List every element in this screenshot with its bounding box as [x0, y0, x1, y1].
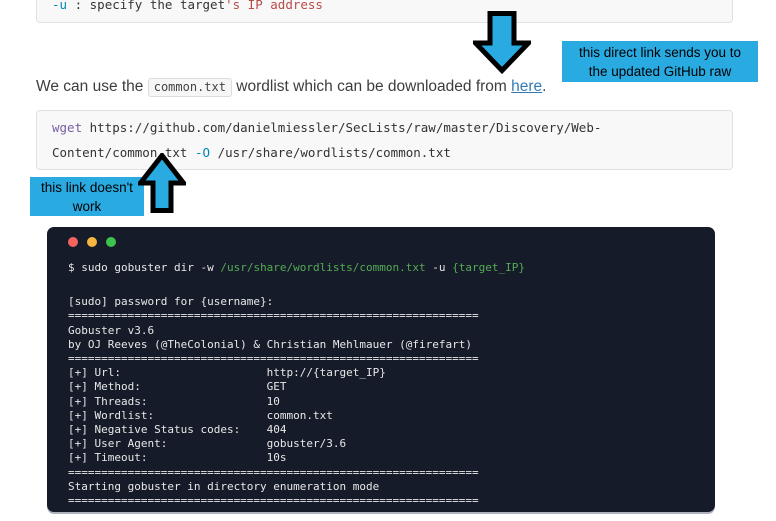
- code-line: [+] Negative Status codes: 404: [68, 423, 697, 437]
- code-token: : specify the target: [67, 0, 226, 12]
- code-line: $ sudo gobuster dir -w /usr/share/wordli…: [68, 261, 697, 275]
- code-token: ========================================…: [68, 494, 479, 508]
- annotation-broken-link: this link doesn't work: [30, 177, 144, 216]
- intro-text-middle: wordlist which can be downloaded from: [231, 78, 512, 95]
- code-line: [+] Wordlist: common.txt: [68, 409, 697, 423]
- code-token: Gobuster v3.6: [68, 323, 155, 337]
- terminal-output: [sudo] password for {username}:=========…: [68, 295, 697, 508]
- code-token: Content/common.txt: [52, 145, 195, 160]
- code-line: [+] Method: GET: [68, 380, 697, 394]
- code-line: [+] Url: http://{target_IP}: [68, 366, 697, 380]
- annotation-line: the updated GitHub raw: [588, 63, 732, 79]
- code-token: [+] Wordlist: common.txt: [68, 408, 333, 422]
- traffic-light-minimize: [87, 237, 97, 247]
- code-token: Starting gobuster in directory enumerati…: [68, 479, 380, 493]
- intro-text-before: We can use the: [36, 78, 148, 95]
- download-here-link[interactable]: here: [511, 78, 543, 95]
- code-line: [+] Timeout: 10s: [68, 451, 697, 465]
- code-token: [+] Negative Status codes: 404: [68, 423, 287, 437]
- code-token: -u: [425, 261, 453, 274]
- code-token: /usr/share/wordlists/common.txt: [220, 261, 426, 274]
- code-line: ========================================…: [68, 466, 697, 480]
- terminal-window: $ sudo gobuster dir -w /usr/share/wordli…: [47, 227, 715, 512]
- code-line: [+] Threads: 10: [68, 395, 697, 409]
- annotation-github-raw: this direct link sends you to the update…: [562, 41, 758, 82]
- code-token: -u: [52, 0, 68, 12]
- intro-paragraph: We can use the common.txt wordlist which…: [36, 77, 546, 97]
- code-token: by OJ Reeves (@TheColonial) & Christian …: [68, 337, 472, 351]
- down-arrow-icon: [473, 11, 531, 74]
- wget-code-block: wget https://github.com/danielmiessler/S…: [36, 110, 733, 170]
- code-token: [+] User Agent: gobuster/3.6: [68, 437, 347, 451]
- code-line: by OJ Reeves (@TheColonial) & Christian …: [68, 338, 697, 352]
- code-token: ========================================…: [68, 309, 479, 323]
- code-token: [+] Threads: 10: [68, 394, 280, 408]
- code-token: -O: [195, 145, 211, 160]
- up-arrow-icon: [138, 153, 186, 213]
- annotation-line: this direct link sends you to: [578, 44, 742, 60]
- code-token: [sudo] password for {username}:: [68, 295, 274, 309]
- code-line: Content/common.txt -O /usr/share/wordlis…: [52, 140, 717, 165]
- code-line: [sudo] password for {username}:: [68, 295, 697, 309]
- code-token: https://github.com/danielmiessler/SecLis…: [82, 120, 602, 135]
- code-line: ========================================…: [68, 352, 697, 366]
- code-token: [+] Timeout: 10s: [68, 451, 287, 465]
- inline-code-common-txt: common.txt: [147, 78, 232, 97]
- code-line: [+] User Agent: gobuster/3.6: [68, 437, 697, 451]
- traffic-light-close: [68, 237, 78, 247]
- code-token: {target_IP}: [452, 261, 525, 274]
- code-line: ========================================…: [68, 494, 697, 508]
- code-line: Gobuster v3.6: [68, 324, 697, 338]
- code-line: ========================================…: [68, 309, 697, 323]
- annotation-line: this link doesn't: [41, 179, 133, 195]
- traffic-light-maximize: [106, 237, 116, 247]
- top-code-block: -u : specify the target's IP address: [36, 0, 733, 23]
- code-token: 's IP address: [225, 0, 323, 12]
- code-line: wget https://github.com/danielmiessler/S…: [52, 115, 717, 140]
- code-token: $ sudo gobuster dir -w: [68, 261, 221, 274]
- traffic-lights: [68, 237, 697, 247]
- code-token: ========================================…: [68, 352, 479, 366]
- code-token: wget: [52, 120, 83, 135]
- code-line: -u : specify the target's IP address: [52, 0, 717, 17]
- intro-text-after: .: [542, 78, 547, 95]
- code-line: Starting gobuster in directory enumerati…: [68, 480, 697, 494]
- terminal-command-line: $ sudo gobuster dir -w /usr/share/wordli…: [68, 261, 697, 275]
- annotation-line: work: [72, 198, 102, 214]
- code-token: /usr/share/wordlists/common.txt: [210, 145, 451, 160]
- code-token: ========================================…: [68, 465, 479, 479]
- code-token: [+] Method: GET: [68, 380, 287, 394]
- code-token: [+] Url: http://{target_IP}: [68, 366, 386, 380]
